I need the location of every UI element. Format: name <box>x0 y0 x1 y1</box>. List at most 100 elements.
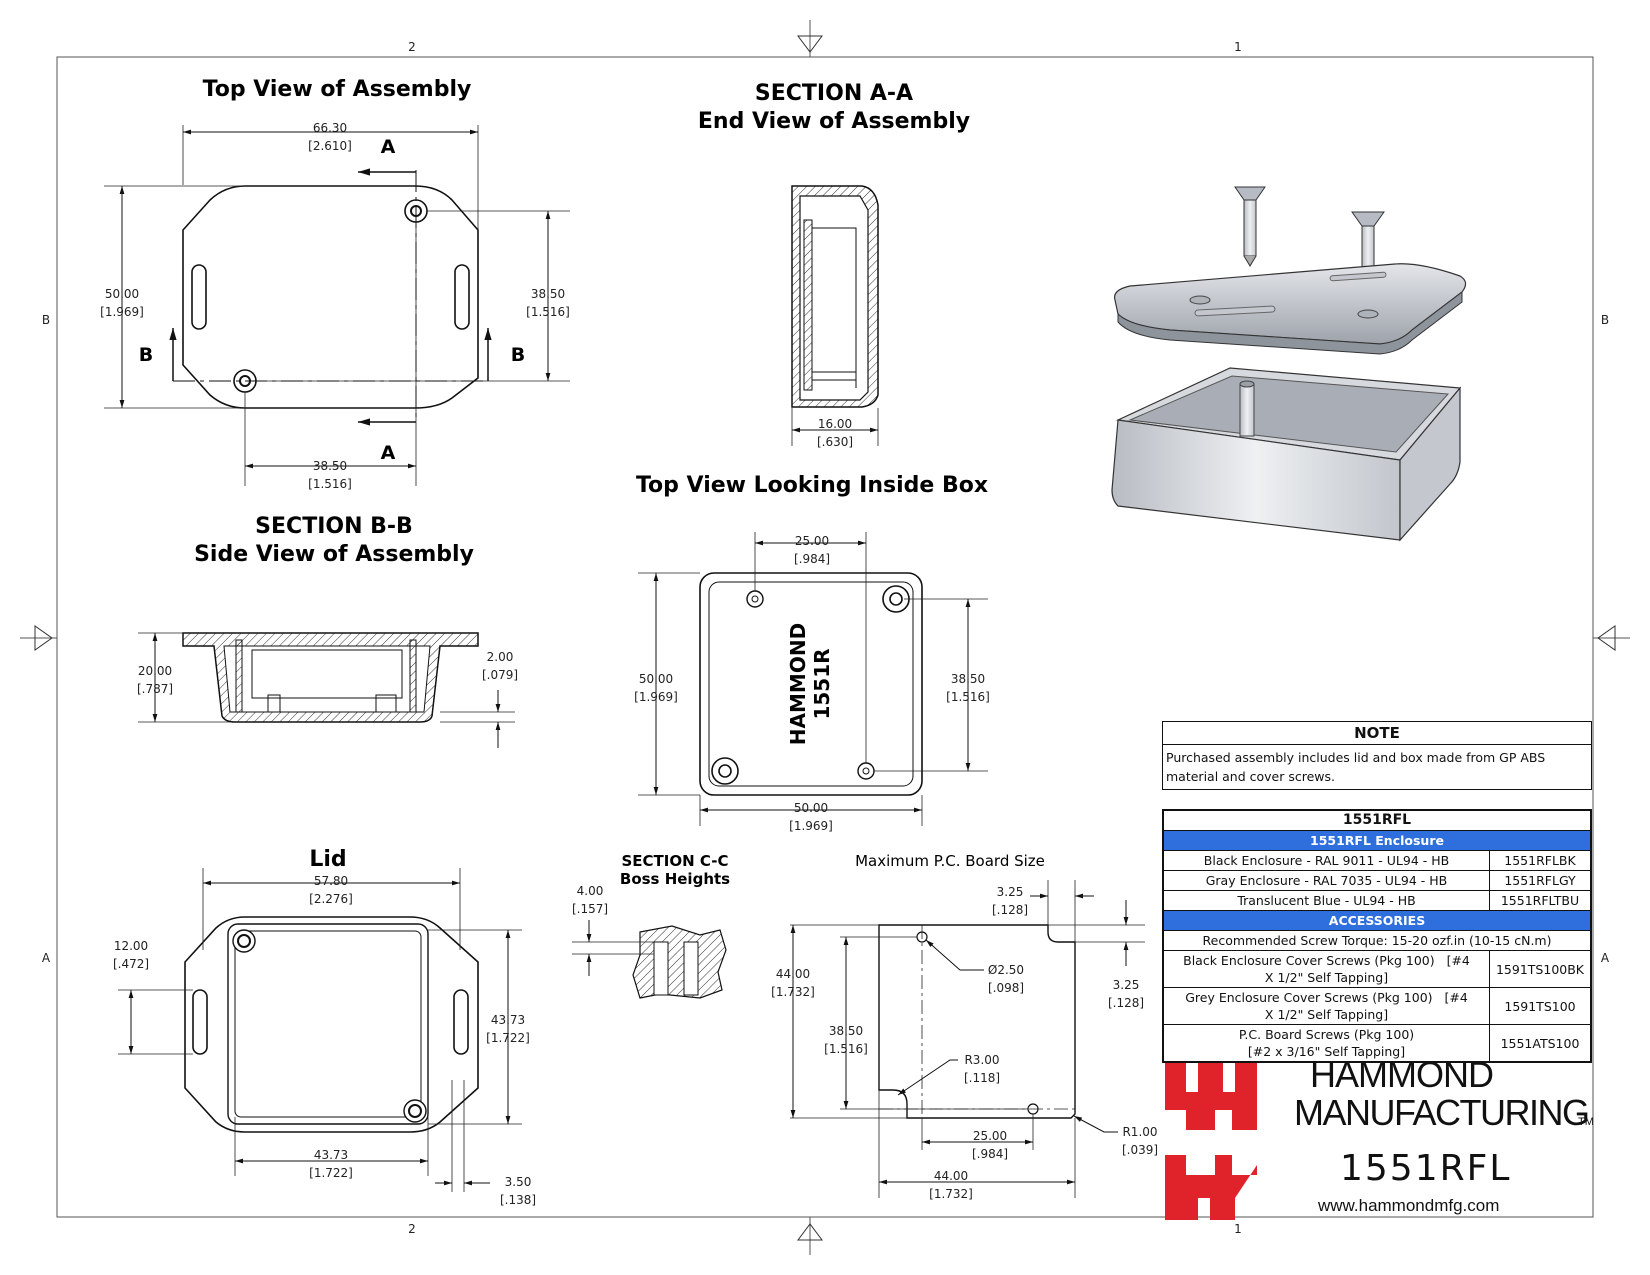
dim-depth-in: [.630] <box>817 435 853 449</box>
dim-corner-radius-in: [.039] <box>1122 1143 1158 1157</box>
accessory-line-1: P.C. Board Screws (Pkg 100) <box>1238 1027 1415 1042</box>
engraving-model: 1551R <box>810 648 834 719</box>
accessory-line-2: [#2 x 3/16" Self Tapping] <box>1247 1044 1406 1059</box>
dim-height-in: [.787] <box>137 682 173 696</box>
inside-box-title: Top View Looking Inside Box <box>636 473 988 498</box>
inside-box-view: Top View Looking Inside Box HAMMOND 1551… <box>634 473 990 833</box>
dim-hole-x-in: [.984] <box>794 552 830 566</box>
dim-inner-height-in: [1.722] <box>486 1031 530 1045</box>
dim-notch-x-in: [.128] <box>992 903 1028 917</box>
section-mark-b: B <box>139 344 153 366</box>
centering-mark-right <box>1597 625 1616 651</box>
zone-top-1: 1 <box>1234 40 1242 54</box>
section-mark-b: B <box>511 344 525 366</box>
dim-lip: 2.00 <box>487 650 514 664</box>
screw-illustration <box>1234 186 1266 267</box>
table-row: Black Enclosure - RAL 9011 - UL94 - HB 1… <box>1163 850 1591 871</box>
part-number: 1551RFLGY <box>1489 870 1591 891</box>
accessory-tag: [#4 <box>1446 953 1470 968</box>
section-c-c-view: SECTION C-C Boss Heights 4.00 [.157] <box>572 852 730 999</box>
logo-part-number: 1551RFL <box>1340 1148 1512 1189</box>
pcb-title: Maximum P.C. Board Size <box>855 852 1045 870</box>
dim-width: 57.80 <box>314 874 348 888</box>
accessory-description: Grey Enclosure Cover Screws (Pkg 100) [#… <box>1163 987 1490 1025</box>
dim-height-in: [1.732] <box>771 985 815 999</box>
dim-inner-width: 43.73 <box>314 1148 348 1162</box>
section-b-b-view: SECTION B-B Side View of Assembly 20.00 … <box>137 514 518 748</box>
dim-lip-in: [.079] <box>482 668 518 682</box>
accessory-line-2: X 1/2" Self Tapping] <box>1264 1007 1389 1022</box>
top-view-of-assembly: Top View of Assembly 66.30 [2.610] 50.00… <box>100 77 570 491</box>
pcb-view: Maximum P.C. Board Size 3.25 [.128] 3.25… <box>771 852 1158 1201</box>
section-a-a-view: SECTION A-A End View of Assembly 16.00 [… <box>698 81 970 449</box>
dim-hole-horizontal: 38.50 <box>313 459 347 473</box>
dim-hole-x: 25.00 <box>795 534 829 548</box>
part-number: 1551RFLTBU <box>1489 890 1591 911</box>
part-description: Black Enclosure - RAL 9011 - UL94 - HB <box>1163 850 1490 871</box>
assembly-outline <box>182 185 479 409</box>
section-bb-subtitle: Side View of Assembly <box>194 542 474 567</box>
logo-line-2: MANUFACTURING <box>1294 1092 1590 1133</box>
dim-boss-height-in: [.157] <box>572 902 608 916</box>
dim-height: 44.00 <box>776 967 810 981</box>
dim-hole-diameter: Ø2.50 <box>988 963 1024 977</box>
dim-notch-x: 3.25 <box>997 885 1024 899</box>
accessory-tag: [#4 <box>1444 990 1468 1005</box>
part-number: 1551RFLBK <box>1489 850 1591 871</box>
note-text: Purchased assembly includes lid and box … <box>1166 750 1546 784</box>
dim-hole-x-in: [.984] <box>972 1147 1008 1161</box>
dim-height: 50.00 <box>105 287 139 301</box>
dim-hole-x: 25.00 <box>973 1129 1007 1143</box>
lid-title: Lid <box>309 847 346 872</box>
section-aa-title: SECTION A-A <box>755 81 913 106</box>
dim-depth: 16.00 <box>818 417 852 431</box>
dim-slot: 12.00 <box>114 939 148 953</box>
table-row: Black Enclosure Cover Screws (Pkg 100) [… <box>1163 950 1591 988</box>
dim-width-in: [2.276] <box>309 892 353 906</box>
parts-table-title: 1551RFL <box>1163 810 1591 831</box>
accessories-header: ACCESSORIES <box>1163 910 1591 931</box>
dim-hole-y-in: [1.516] <box>946 690 990 704</box>
dim-lip: 3.50 <box>505 1175 532 1189</box>
table-row: P.C. Board Screws (Pkg 100) [#2 x 3/16" … <box>1163 1024 1591 1062</box>
accessory-line-1: Black Enclosure Cover Screws (Pkg 100) <box>1183 953 1435 968</box>
logo-website: www.hammondmfg.com <box>1318 1196 1500 1215</box>
part-number: 1591TS100BK <box>1489 950 1591 988</box>
note-title: NOTE <box>1163 722 1591 745</box>
accessory-description: P.C. Board Screws (Pkg 100) [#2 x 3/16" … <box>1163 1024 1490 1062</box>
dim-hole-vertical-in: [1.516] <box>526 305 570 319</box>
dim-inner-width-in: [1.722] <box>309 1166 353 1180</box>
zone-top-2: 2 <box>408 40 416 54</box>
centering-mark-left <box>34 625 53 651</box>
accessory-description: Black Enclosure Cover Screws (Pkg 100) [… <box>1163 950 1490 988</box>
zone-left-b: B <box>42 313 50 327</box>
dim-height-in: [1.969] <box>100 305 144 319</box>
dim-notch-y-in: [.128] <box>1108 996 1144 1010</box>
top-view-title: Top View of Assembly <box>203 77 472 102</box>
dim-width-in: [1.732] <box>929 1187 973 1201</box>
dim-notch-y: 3.25 <box>1113 978 1140 992</box>
section-cc-subtitle: Boss Heights <box>620 870 730 888</box>
part-number: 1591TS100 <box>1489 987 1591 1025</box>
dim-width-in: [2.610] <box>308 139 352 153</box>
logo-line-1: HAMMOND <box>1310 1054 1494 1095</box>
part-description: Gray Enclosure - RAL 7035 - UL94 - HB <box>1163 870 1490 891</box>
dim-hole-horizontal-in: [1.516] <box>308 477 352 491</box>
dim-width: 50.00 <box>794 801 828 815</box>
section-aa-subtitle: End View of Assembly <box>698 109 970 134</box>
table-row: Translucent Blue - UL94 - HB 1551RFLTBU <box>1163 890 1591 911</box>
mount-slot-right <box>454 264 470 330</box>
accessory-line-1: Grey Enclosure Cover Screws (Pkg 100) <box>1185 990 1433 1005</box>
zone-left-a: A <box>42 951 51 965</box>
enclosure-header: 1551RFL Enclosure <box>1163 830 1591 851</box>
dim-width: 44.00 <box>934 1169 968 1183</box>
logo-trademark: TM <box>1578 1116 1594 1128</box>
dim-height-in: [1.969] <box>634 690 678 704</box>
dim-slot-in: [.472] <box>113 957 149 971</box>
centering-mark-bottom <box>797 1223 823 1241</box>
zone-bottom-2: 2 <box>408 1222 416 1236</box>
mount-slot-left <box>191 264 207 330</box>
dim-hole-y: 38.50 <box>829 1024 863 1038</box>
dim-height: 20.00 <box>138 664 172 678</box>
section-bb-title: SECTION B-B <box>255 514 413 539</box>
